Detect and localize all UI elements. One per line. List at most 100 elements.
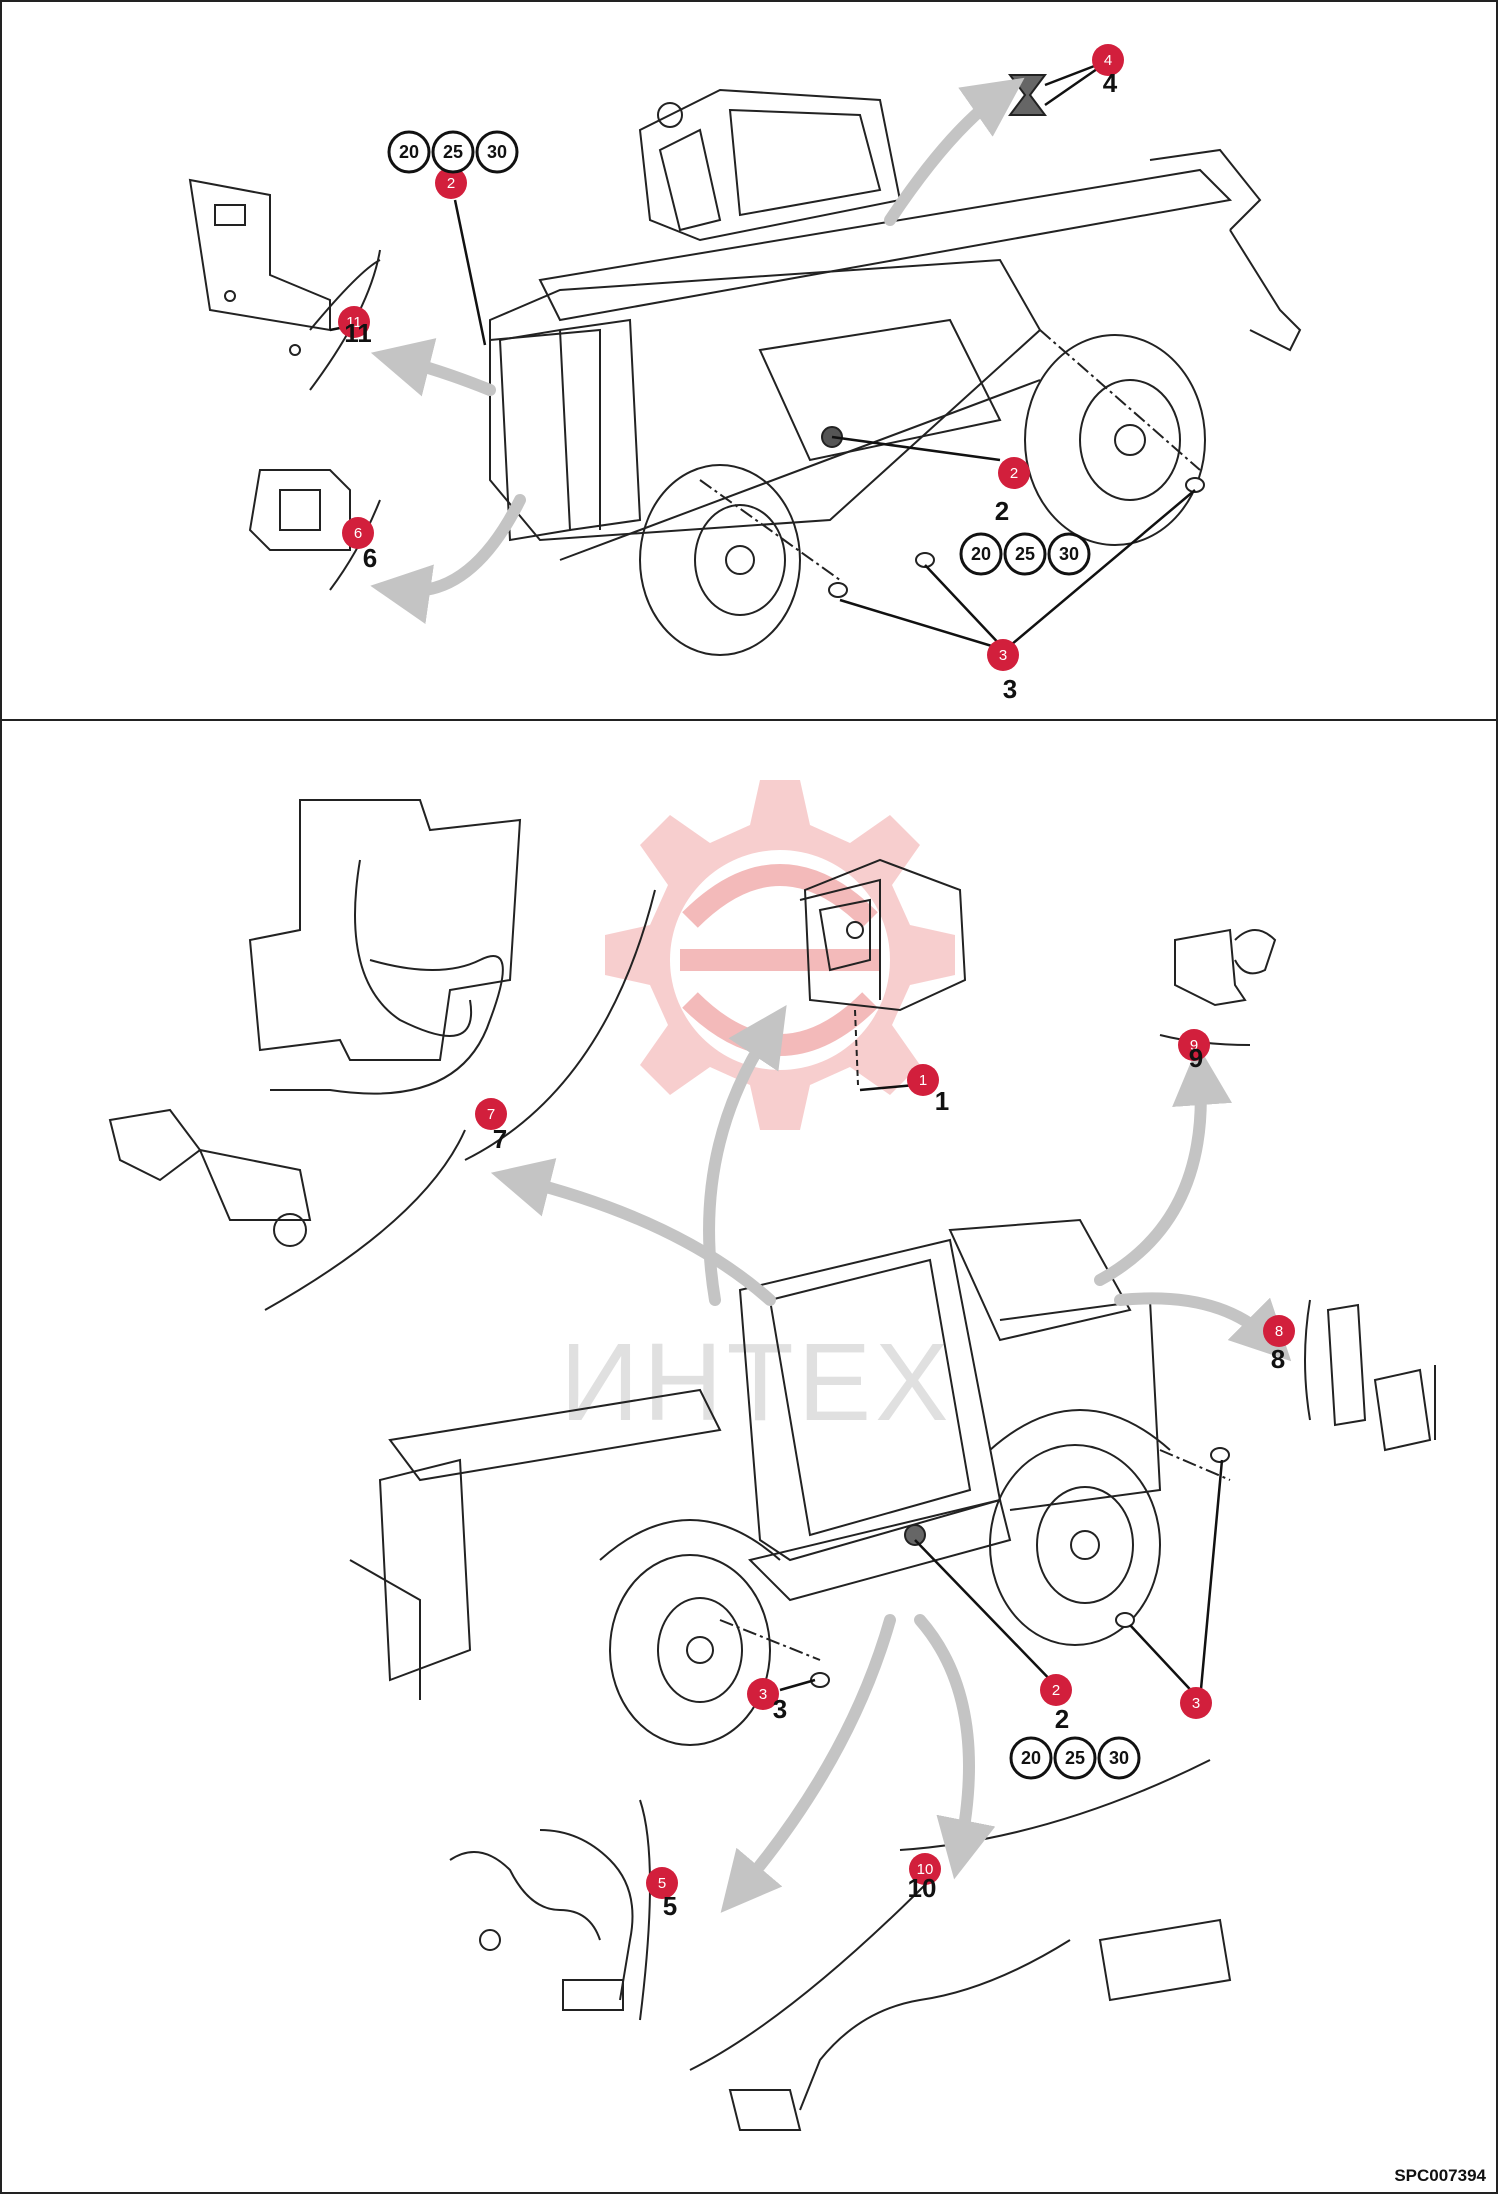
variant-circle [1053, 1736, 1097, 1780]
harness-inset-7 [108, 799, 656, 1311]
variant-group-v1: 20 25 30 [387, 130, 519, 174]
callout-number: 7 [493, 1124, 507, 1154]
variant-value: 30 [1059, 544, 1079, 564]
callout-number: 10 [908, 1873, 937, 1903]
callout-badge [475, 1098, 507, 1130]
telehandler-top-view [489, 88, 1302, 656]
callout-number: 2 [1055, 1704, 1069, 1734]
callout-badge-text: 5 [658, 1875, 666, 1892]
callout-badge [1040, 1674, 1072, 1706]
callout-c7: 77 [475, 1098, 507, 1154]
variant-value: 25 [1065, 1748, 1085, 1768]
cover-inset-8 [1304, 1299, 1436, 1452]
reflector-dots-top [828, 477, 1205, 598]
callout-badge-text: 3 [1192, 1695, 1200, 1712]
variant-circle [1003, 532, 1047, 576]
callout-badge [1092, 44, 1124, 76]
callout-badge [747, 1678, 779, 1710]
callout-badge [998, 457, 1030, 489]
callout-badge [646, 1867, 678, 1899]
callout-badge-text: 4 [1104, 52, 1112, 69]
callout-badge-text: 3 [999, 647, 1007, 664]
variant-value: 20 [971, 544, 991, 564]
callout-badge [338, 306, 370, 338]
callout-badge-text: 7 [487, 1106, 495, 1123]
pointer-arrows-bottom [490, 1005, 1292, 1913]
leader-lines-bottom [779, 1083, 1224, 1701]
callout-c4: 44 [1092, 44, 1124, 98]
callout-c6: 66 [342, 517, 377, 573]
variant-circle [1047, 532, 1091, 576]
callout-number: 4 [1103, 68, 1118, 98]
variant-group-v2: 20 25 30 [959, 532, 1091, 576]
callout-badge-text: 2 [447, 175, 455, 192]
variant-circle [475, 130, 519, 174]
drawing-code: SPC007394 [1394, 2166, 1486, 2185]
watermark-logo: ИНТЕХ [560, 780, 955, 1444]
callout-badge [909, 1853, 941, 1885]
callout-c8: 88 [1263, 1315, 1295, 1374]
controller-inset-1 [799, 858, 967, 1086]
callout-badge [342, 517, 374, 549]
callout-c2b: 22 [995, 457, 1030, 526]
callout-c3c: 3 [1180, 1687, 1212, 1719]
callout-badge-text: 3 [759, 1686, 767, 1703]
callout-badge-text: 1 [919, 1072, 927, 1089]
variant-circle [1097, 1736, 1141, 1780]
callout-number: 2 [995, 496, 1009, 526]
variant-circle [1009, 1736, 1053, 1780]
variant-value: 30 [487, 142, 507, 162]
variant-circle [959, 532, 1003, 576]
callout-badge-text: 9 [1190, 1037, 1198, 1054]
callout-c1: 11 [907, 1064, 949, 1116]
callout-number: 11 [344, 318, 372, 348]
variant-circle [431, 130, 475, 174]
variant-value: 20 [399, 142, 419, 162]
variant-value: 25 [1015, 544, 1035, 564]
variant-layer: 20 25 30 20 25 30 20 25 30 [387, 130, 1141, 1780]
reflector-inset-4 [1008, 74, 1047, 116]
bracket-inset-9 [1159, 928, 1277, 1046]
harness-inset-10 [689, 1759, 1232, 2131]
callout-badge [1178, 1029, 1210, 1061]
callout-number: 1 [935, 1086, 949, 1116]
callout-badge-text: 2 [1052, 1682, 1060, 1699]
callout-c3a: 33 [987, 639, 1019, 704]
callout-c2a: 2 [435, 167, 467, 199]
callout-number: 8 [1271, 1344, 1285, 1374]
callout-badge-text: 6 [354, 525, 362, 542]
telehandler-bottom-view [349, 1218, 1231, 1746]
callout-number: 5 [663, 1891, 677, 1921]
callout-badge [1263, 1315, 1295, 1347]
variant-value: 20 [1021, 1748, 1041, 1768]
callout-badge-text: 8 [1275, 1323, 1283, 1340]
callout-badge-text: 10 [917, 1861, 934, 1878]
variant-circle [387, 130, 431, 174]
callout-badge [1180, 1687, 1212, 1719]
callout-badge-text: 2 [1010, 465, 1018, 482]
watermark-text: ИНТЕХ [560, 1321, 952, 1444]
harness-inset-5 [449, 1799, 651, 2021]
callout-c5: 55 [646, 1867, 678, 1921]
callout-number: 9 [1189, 1043, 1203, 1073]
callout-number: 6 [363, 543, 377, 573]
callout-badge-text: 11 [346, 314, 362, 331]
pointer-arrows-top [370, 77, 1025, 624]
callout-number: 3 [1003, 674, 1017, 704]
callout-number: 3 [773, 1694, 787, 1724]
callout-badge [987, 639, 1019, 671]
reflector-dots-bottom [810, 1447, 1230, 1688]
callout-badge [907, 1064, 939, 1096]
variant-value: 30 [1109, 1748, 1129, 1768]
callout-c9: 99 [1178, 1029, 1210, 1073]
bracket-inset-11 [188, 178, 381, 391]
callout-badge [435, 167, 467, 199]
variant-group-v3: 20 25 30 [1009, 1736, 1141, 1780]
variant-value: 25 [443, 142, 463, 162]
